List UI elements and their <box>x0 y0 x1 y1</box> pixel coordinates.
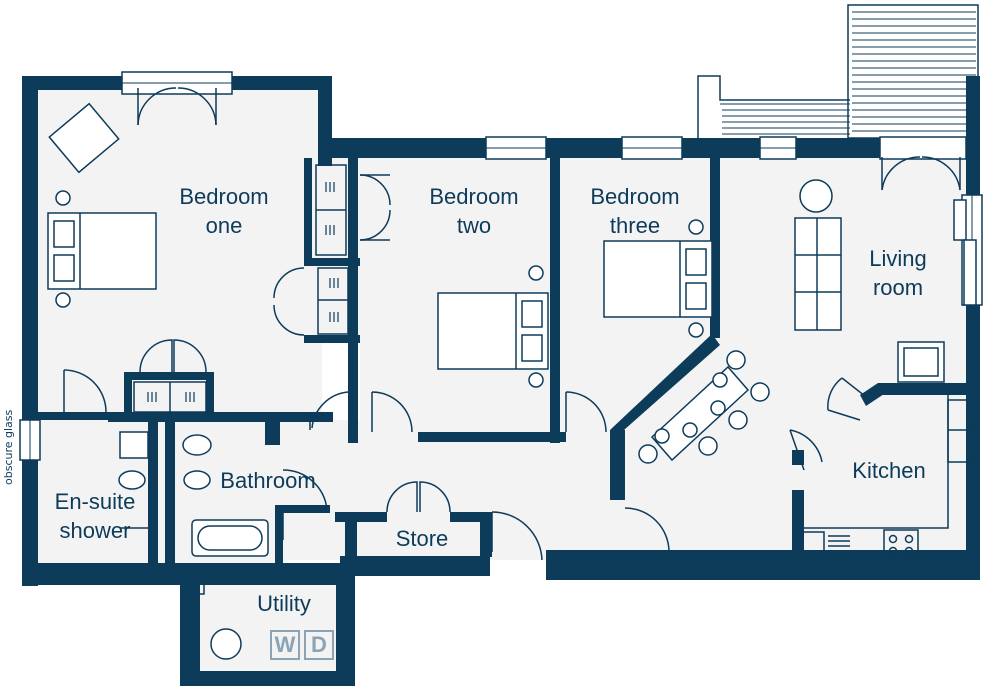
beds <box>47 212 713 370</box>
sofa <box>794 217 842 331</box>
label-bedroom-two-line2: two <box>456 213 492 238</box>
living-furniture <box>794 179 977 331</box>
ensuite-basin <box>119 431 149 459</box>
label-utility: Utility <box>257 591 311 616</box>
balcony <box>697 4 979 139</box>
label-bedroom-three-line1: Bedroom <box>590 184 680 209</box>
windows <box>19 71 983 461</box>
bathroom-basin <box>182 434 212 456</box>
label-ensuite-line2: shower <box>59 518 131 543</box>
dining-table <box>650 365 750 462</box>
label-ensuite: En-suite shower <box>46 487 144 545</box>
dining-set <box>638 350 770 464</box>
label-ensuite-line1: En-suite <box>54 489 136 514</box>
label-store: Store <box>395 526 449 551</box>
label-bathroom: Bathroom <box>220 468 316 493</box>
door-swings <box>63 87 961 561</box>
armchairs <box>48 102 945 383</box>
boiler <box>210 628 242 660</box>
dryer-icon: D <box>304 630 334 660</box>
bed-bedroom-two <box>437 292 549 370</box>
washer-icon: W <box>270 630 300 660</box>
kitchen-units <box>799 395 977 559</box>
label-bedroom-two: Bedroom two <box>408 182 540 240</box>
label-living-room-line1: Living <box>869 246 927 271</box>
label-bedroom-three: Bedroom three <box>569 182 701 240</box>
bathroom-wc <box>183 470 211 490</box>
label-kitchen: Kitchen <box>852 458 926 483</box>
label-bedroom-one-line2: one <box>205 213 243 238</box>
bed-bedroom-one <box>47 212 157 290</box>
label-obscure-glass: obscure glass <box>2 409 15 485</box>
bed-bedroom-three <box>603 240 713 318</box>
label-bedroom-one-line1: Bedroom <box>179 184 269 209</box>
ensuite-wc <box>118 470 146 490</box>
label-living-room-line2: room <box>872 275 924 300</box>
walls <box>22 76 980 686</box>
sanitary-fixtures <box>118 431 269 660</box>
bedside-lamps <box>55 190 704 388</box>
label-bedroom-two-line1: Bedroom <box>429 184 519 209</box>
side-table <box>799 179 833 213</box>
hob <box>883 529 919 559</box>
label-living-room: Living room <box>848 244 948 302</box>
wardrobes <box>133 164 349 413</box>
label-bedroom-three-line2: three <box>609 213 661 238</box>
label-bedroom-one: Bedroom one <box>158 182 290 240</box>
